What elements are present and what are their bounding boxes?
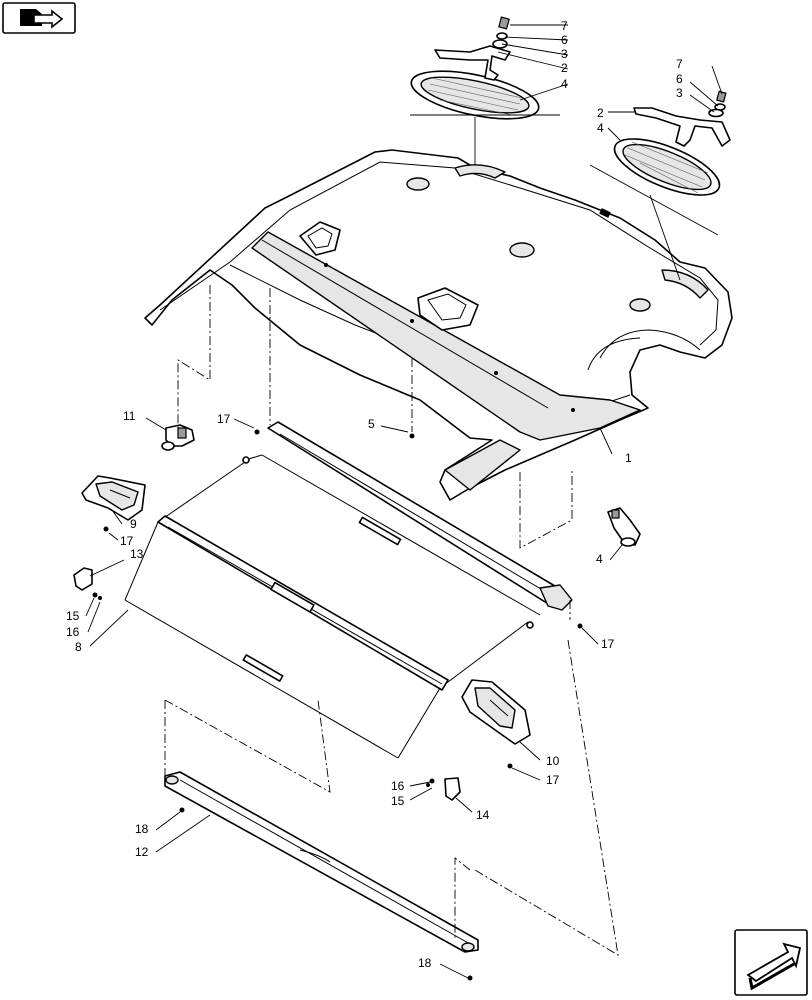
- callout-6-left: 6: [561, 33, 568, 47]
- callout-16-right: 16: [391, 779, 405, 793]
- callout-10: 10: [546, 754, 560, 768]
- callout-16-left: 16: [66, 625, 80, 639]
- screws: [92, 429, 583, 981]
- callout-11: 11: [123, 409, 136, 423]
- next-page-arrow-icon[interactable]: [734, 929, 808, 996]
- callout-18-bottom: 18: [418, 956, 432, 970]
- book-arrow-icon[interactable]: [2, 2, 76, 34]
- cover-part-13: [73, 567, 93, 591]
- callout-3-left: 3: [561, 47, 568, 61]
- cover-part-14: [444, 777, 461, 801]
- speaker-assembly-right: [613, 90, 731, 196]
- callout-1: 1: [625, 451, 632, 465]
- assembly-lines: [164, 285, 619, 956]
- callout-17-bottom: 17: [546, 773, 560, 787]
- callout-7-left: 7: [561, 19, 568, 33]
- speaker-assembly-left: [410, 16, 540, 120]
- callout-14: 14: [476, 808, 490, 822]
- clip-part-11: [161, 424, 195, 451]
- callout-2-right: 2: [597, 106, 604, 120]
- callout-5: 5: [368, 417, 375, 431]
- roller-blind-part-8: [124, 421, 573, 759]
- callout-12: 12: [135, 845, 149, 859]
- callout-18-top: 18: [135, 822, 149, 836]
- callout-8: 8: [75, 640, 82, 654]
- leader-lines: [85, 24, 723, 979]
- callout-17-top: 17: [217, 412, 231, 426]
- trim-strip-part-12: [164, 771, 479, 953]
- bracket-part-9: [81, 475, 146, 521]
- callout-15-left: 15: [66, 609, 80, 623]
- callout-17-right: 17: [601, 637, 615, 651]
- callout-4-left: 4: [561, 77, 568, 91]
- bracket-part-10: [461, 679, 531, 745]
- callout-17-left: 17: [120, 534, 134, 548]
- callout-3-right: 3: [676, 86, 683, 100]
- callout-2-left: 2: [561, 61, 568, 75]
- callout-4-right: 4: [597, 121, 604, 135]
- headliner-part-1: [144, 149, 733, 501]
- callout-15-right: 15: [391, 794, 405, 808]
- callouts: 7 6 3 2 4 7 6 3 2 4 1 5 11 17 9 17 13 4 …: [66, 19, 683, 970]
- callout-13: 13: [130, 547, 144, 561]
- callout-6-right: 6: [676, 72, 683, 86]
- callout-9: 9: [130, 517, 137, 531]
- callout-7-right: 7: [676, 57, 683, 71]
- clip-part-4-lower: [607, 507, 641, 547]
- callout-4-lower: 4: [596, 552, 603, 566]
